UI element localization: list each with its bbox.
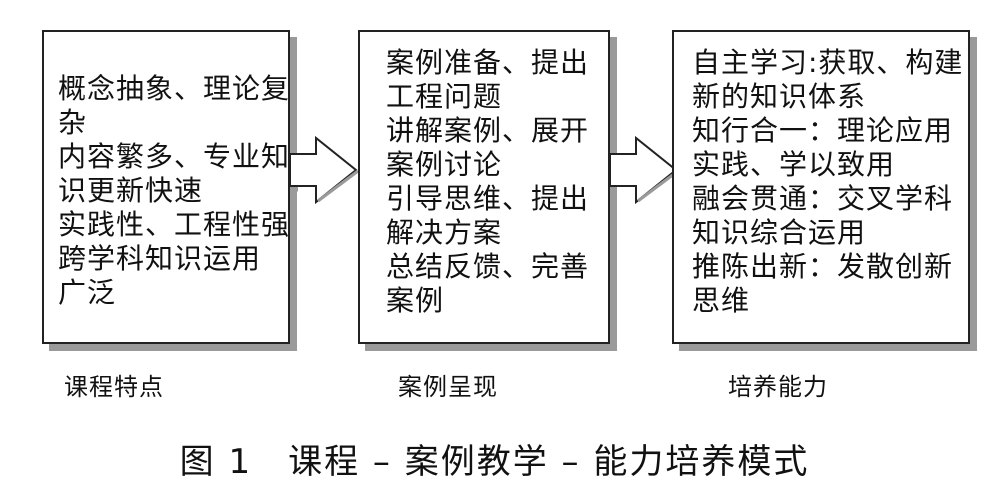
case-presentation-box: 案例准备、提出 工程问题 讲解案例、展开 案例讨论 引导思维、提出 解决方案 总… (358, 30, 610, 344)
box-line: 跨学科知识运用 (58, 242, 262, 275)
ability-cultivation-caption: 培养能力 (728, 373, 828, 401)
box-line: 案例 (386, 284, 445, 317)
box-line: 案例准备、提出 (386, 46, 590, 79)
box-line: 总结反馈、完善 (386, 250, 590, 283)
box-line: 广泛 (58, 276, 117, 309)
box-line: 讲解案例、展开 (386, 114, 590, 147)
course-characteristics-text: 概念抽象、理论复 杂 内容繁多、专业知 识更新快速 实践性、工程性强 跨学科知识… (58, 72, 291, 310)
flow-arrow-right-icon (609, 135, 679, 205)
course-characteristics-box: 概念抽象、理论复 杂 内容繁多、专业知 识更新快速 实践性、工程性强 跨学科知识… (42, 30, 290, 344)
box-line: 引导思维、提出 (386, 182, 590, 215)
box-line: 概念抽象、理论复 (58, 72, 291, 105)
box-line: 新的知识体系 (692, 80, 867, 113)
box-line: 实践、学以致用 (692, 148, 896, 181)
box-line: 识更新快速 (58, 174, 204, 207)
box-line: 推陈出新：发散创新 (692, 250, 954, 283)
course-characteristics-caption: 课程特点 (64, 373, 164, 401)
box-line: 融会贯通：交叉学科 (692, 182, 954, 215)
box-line: 自主学习:获取、构建 (692, 46, 964, 79)
box-line: 内容繁多、专业知 (58, 140, 291, 173)
box-line: 杂 (58, 106, 88, 139)
box-line: 案例讨论 (386, 148, 503, 181)
case-presentation-text: 案例准备、提出 工程问题 讲解案例、展开 案例讨论 引导思维、提出 解决方案 总… (386, 46, 608, 318)
flow-arrow-right-icon (289, 135, 359, 205)
figure-title: 图 1 课程 – 案例教学 – 能力培养模式 (179, 442, 810, 482)
ability-cultivation-box: 自主学习:获取、构建 新的知识体系 知行合一：理论应用 实践、学以致用 融会贯通… (672, 30, 970, 344)
box-line: 解决方案 (386, 216, 503, 249)
box-line: 工程问题 (386, 80, 503, 113)
case-presentation-caption: 案例呈现 (398, 373, 498, 401)
box-line: 知识综合运用 (692, 216, 867, 249)
box-line: 思维 (692, 284, 751, 317)
box-line: 知行合一：理论应用 (692, 114, 954, 147)
box-line: 实践性、工程性强 (58, 208, 291, 241)
ability-cultivation-text: 自主学习:获取、构建 新的知识体系 知行合一：理论应用 实践、学以致用 融会贯通… (692, 46, 968, 318)
